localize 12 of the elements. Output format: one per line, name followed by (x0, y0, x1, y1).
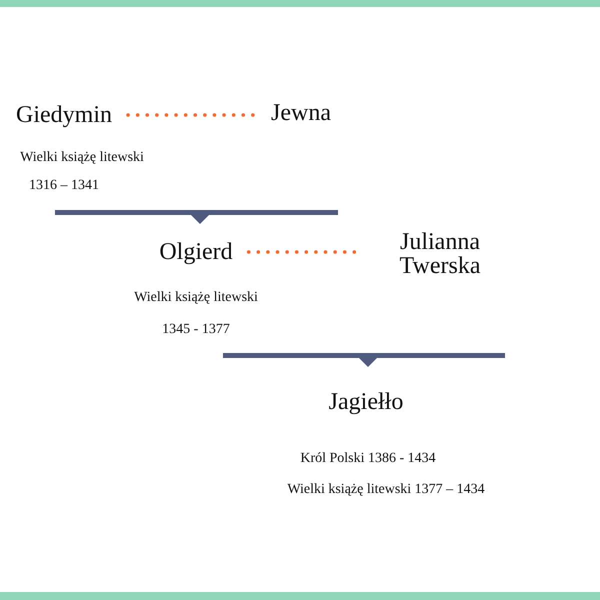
title-and-reign-text: 1316 – 1341 (29, 178, 99, 194)
title-and-reign-text: Wielki książę litewski (20, 150, 144, 166)
person-name: Jewna (271, 101, 331, 125)
person-name: Olgierd (159, 240, 233, 264)
person-name: Giedymin (16, 103, 112, 127)
person-name: Jagiełło (328, 390, 404, 414)
marriage-link (126, 113, 257, 117)
title-and-reign-text: Wielki książę litewski (134, 290, 258, 306)
title-and-reign-text: Wielki książę litewski 1377 – 1434 (287, 482, 485, 498)
title-and-reign-text: 1345 - 1377 (162, 322, 230, 338)
title-and-reign-text: Król Polski 1386 - 1434 (300, 451, 436, 467)
person-name: Julianna Twerska (375, 230, 505, 278)
